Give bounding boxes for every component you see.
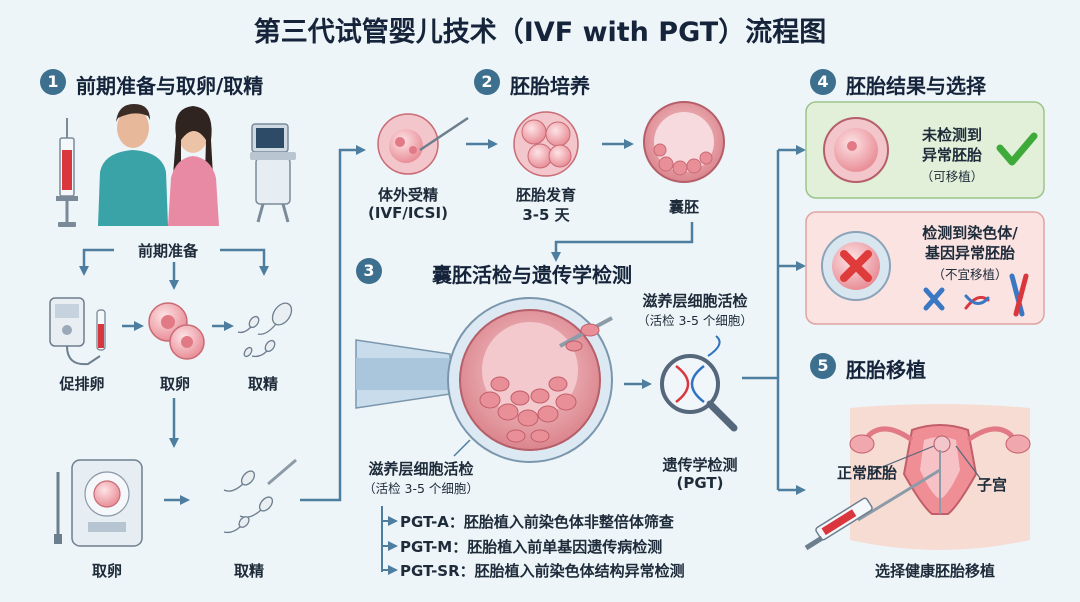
section-4-badge: 4 — [810, 69, 836, 95]
sperm-bottom-icon — [223, 458, 297, 534]
biopsy-top-sub: （活检 3-5 个细胞） — [637, 313, 753, 328]
embryo-development-icon — [513, 111, 579, 177]
transfer-caption: 选择健康胚胎移植 — [874, 562, 995, 580]
biopsy-bottom-sub: （活检 3-5 个细胞） — [363, 481, 479, 496]
pgt-sub: (PGT) — [676, 474, 724, 492]
magnifier-dna-icon — [660, 335, 738, 432]
egg-cells-icon — [148, 302, 205, 360]
uterus-label: 子宫 — [976, 476, 1007, 494]
page-title: 第三代试管婴儿技术（IVF with PGT）流程图 — [253, 17, 827, 48]
pgt-type-sr-desc: 胚胎植入前染色体结构异常检测 — [474, 562, 685, 580]
section-2-badge: 2 — [474, 69, 500, 95]
fertilization-icon — [377, 113, 469, 175]
sperm-icon — [237, 302, 293, 358]
incubator-icon — [54, 459, 143, 547]
normal-result-line2: 异常胚胎 — [921, 146, 982, 164]
pgt-type-m: PGT-M：胚胎植入前单基因遗传病检测 — [400, 536, 662, 557]
pgt-type-sr: PGT-SR：胚胎植入前染色体结构异常检测 — [400, 560, 685, 581]
pgt-type-m-name: PGT-M： — [400, 538, 468, 556]
abnormal-result-line2: 基因异常胚胎 — [924, 244, 1015, 262]
section-1-badge: 1 — [40, 69, 66, 95]
biopsy-pipette-icon — [355, 339, 451, 409]
bottom-egg-label: 取卵 — [91, 562, 122, 580]
ultrasound-machine-icon — [250, 123, 296, 223]
bottom-sperm-label: 取精 — [233, 562, 264, 580]
section-4-title: 胚胎结果与选择 — [846, 74, 986, 98]
pgt-label: 遗传学检测 — [662, 456, 738, 474]
section-5-badge: 5 — [810, 353, 836, 379]
biopsy-bottom-label: 滋养层细胞活检 — [368, 460, 474, 478]
transfer-syringe-icon — [804, 468, 941, 551]
section-1-title: 前期准备与取卵/取精 — [76, 74, 264, 98]
blastocyst-label: 囊胚 — [668, 198, 699, 216]
prep-item-ovulation: 促排卵 — [59, 375, 105, 393]
development-label: 胚胎发育 — [515, 186, 576, 204]
pgt-type-a-desc: 胚胎植入前染色体非整倍体筛查 — [463, 513, 674, 531]
abnormal-result-line1: 检测到染色体/ — [922, 224, 1018, 242]
pgt-type-sr-name: PGT-SR： — [400, 562, 475, 580]
prep-label: 前期准备 — [137, 242, 198, 260]
abnormal-result-sub: （不宜移植） — [932, 267, 1008, 282]
normal-embryo-label: 正常胚胎 — [836, 464, 897, 482]
blastocyst-icon — [643, 101, 725, 183]
syringe-icon — [56, 118, 78, 227]
section-2-title: 胚胎培养 — [510, 74, 590, 98]
section-3-title: 囊胚活检与遗传学检测 — [432, 263, 632, 287]
fertilization-sub: (IVF/ICSI) — [368, 204, 448, 222]
section-5-title: 胚胎移植 — [846, 358, 926, 382]
section-3-badge: 3 — [356, 258, 382, 284]
fertilization-label: 体外受精 — [377, 186, 438, 204]
cross-icon — [840, 250, 872, 282]
normal-result-sub: （可移植） — [920, 169, 984, 184]
prep-item-sperm: 取精 — [247, 375, 278, 393]
pgt-type-m-desc: 胚胎植入前单基因遗传病检测 — [467, 538, 663, 556]
ovulation-device-icon — [49, 297, 106, 366]
blastocyst-biopsy-icon — [447, 297, 613, 463]
pgt-type-a-name: PGT-A： — [400, 513, 464, 531]
couple-icon — [98, 104, 219, 226]
uterus-illustration — [849, 404, 1031, 550]
normal-result-line1: 未检测到 — [921, 126, 982, 144]
development-sub: 3-5 天 — [522, 206, 570, 224]
check-icon — [996, 132, 1038, 166]
chromosome-icon — [923, 273, 1029, 317]
biopsy-top-label: 滋养层细胞活检 — [642, 292, 748, 310]
normal-embryo-icon — [823, 117, 889, 183]
prep-item-egg: 取卵 — [159, 375, 190, 393]
pgt-type-a: PGT-A：胚胎植入前染色体非整倍体筛查 — [400, 511, 674, 532]
